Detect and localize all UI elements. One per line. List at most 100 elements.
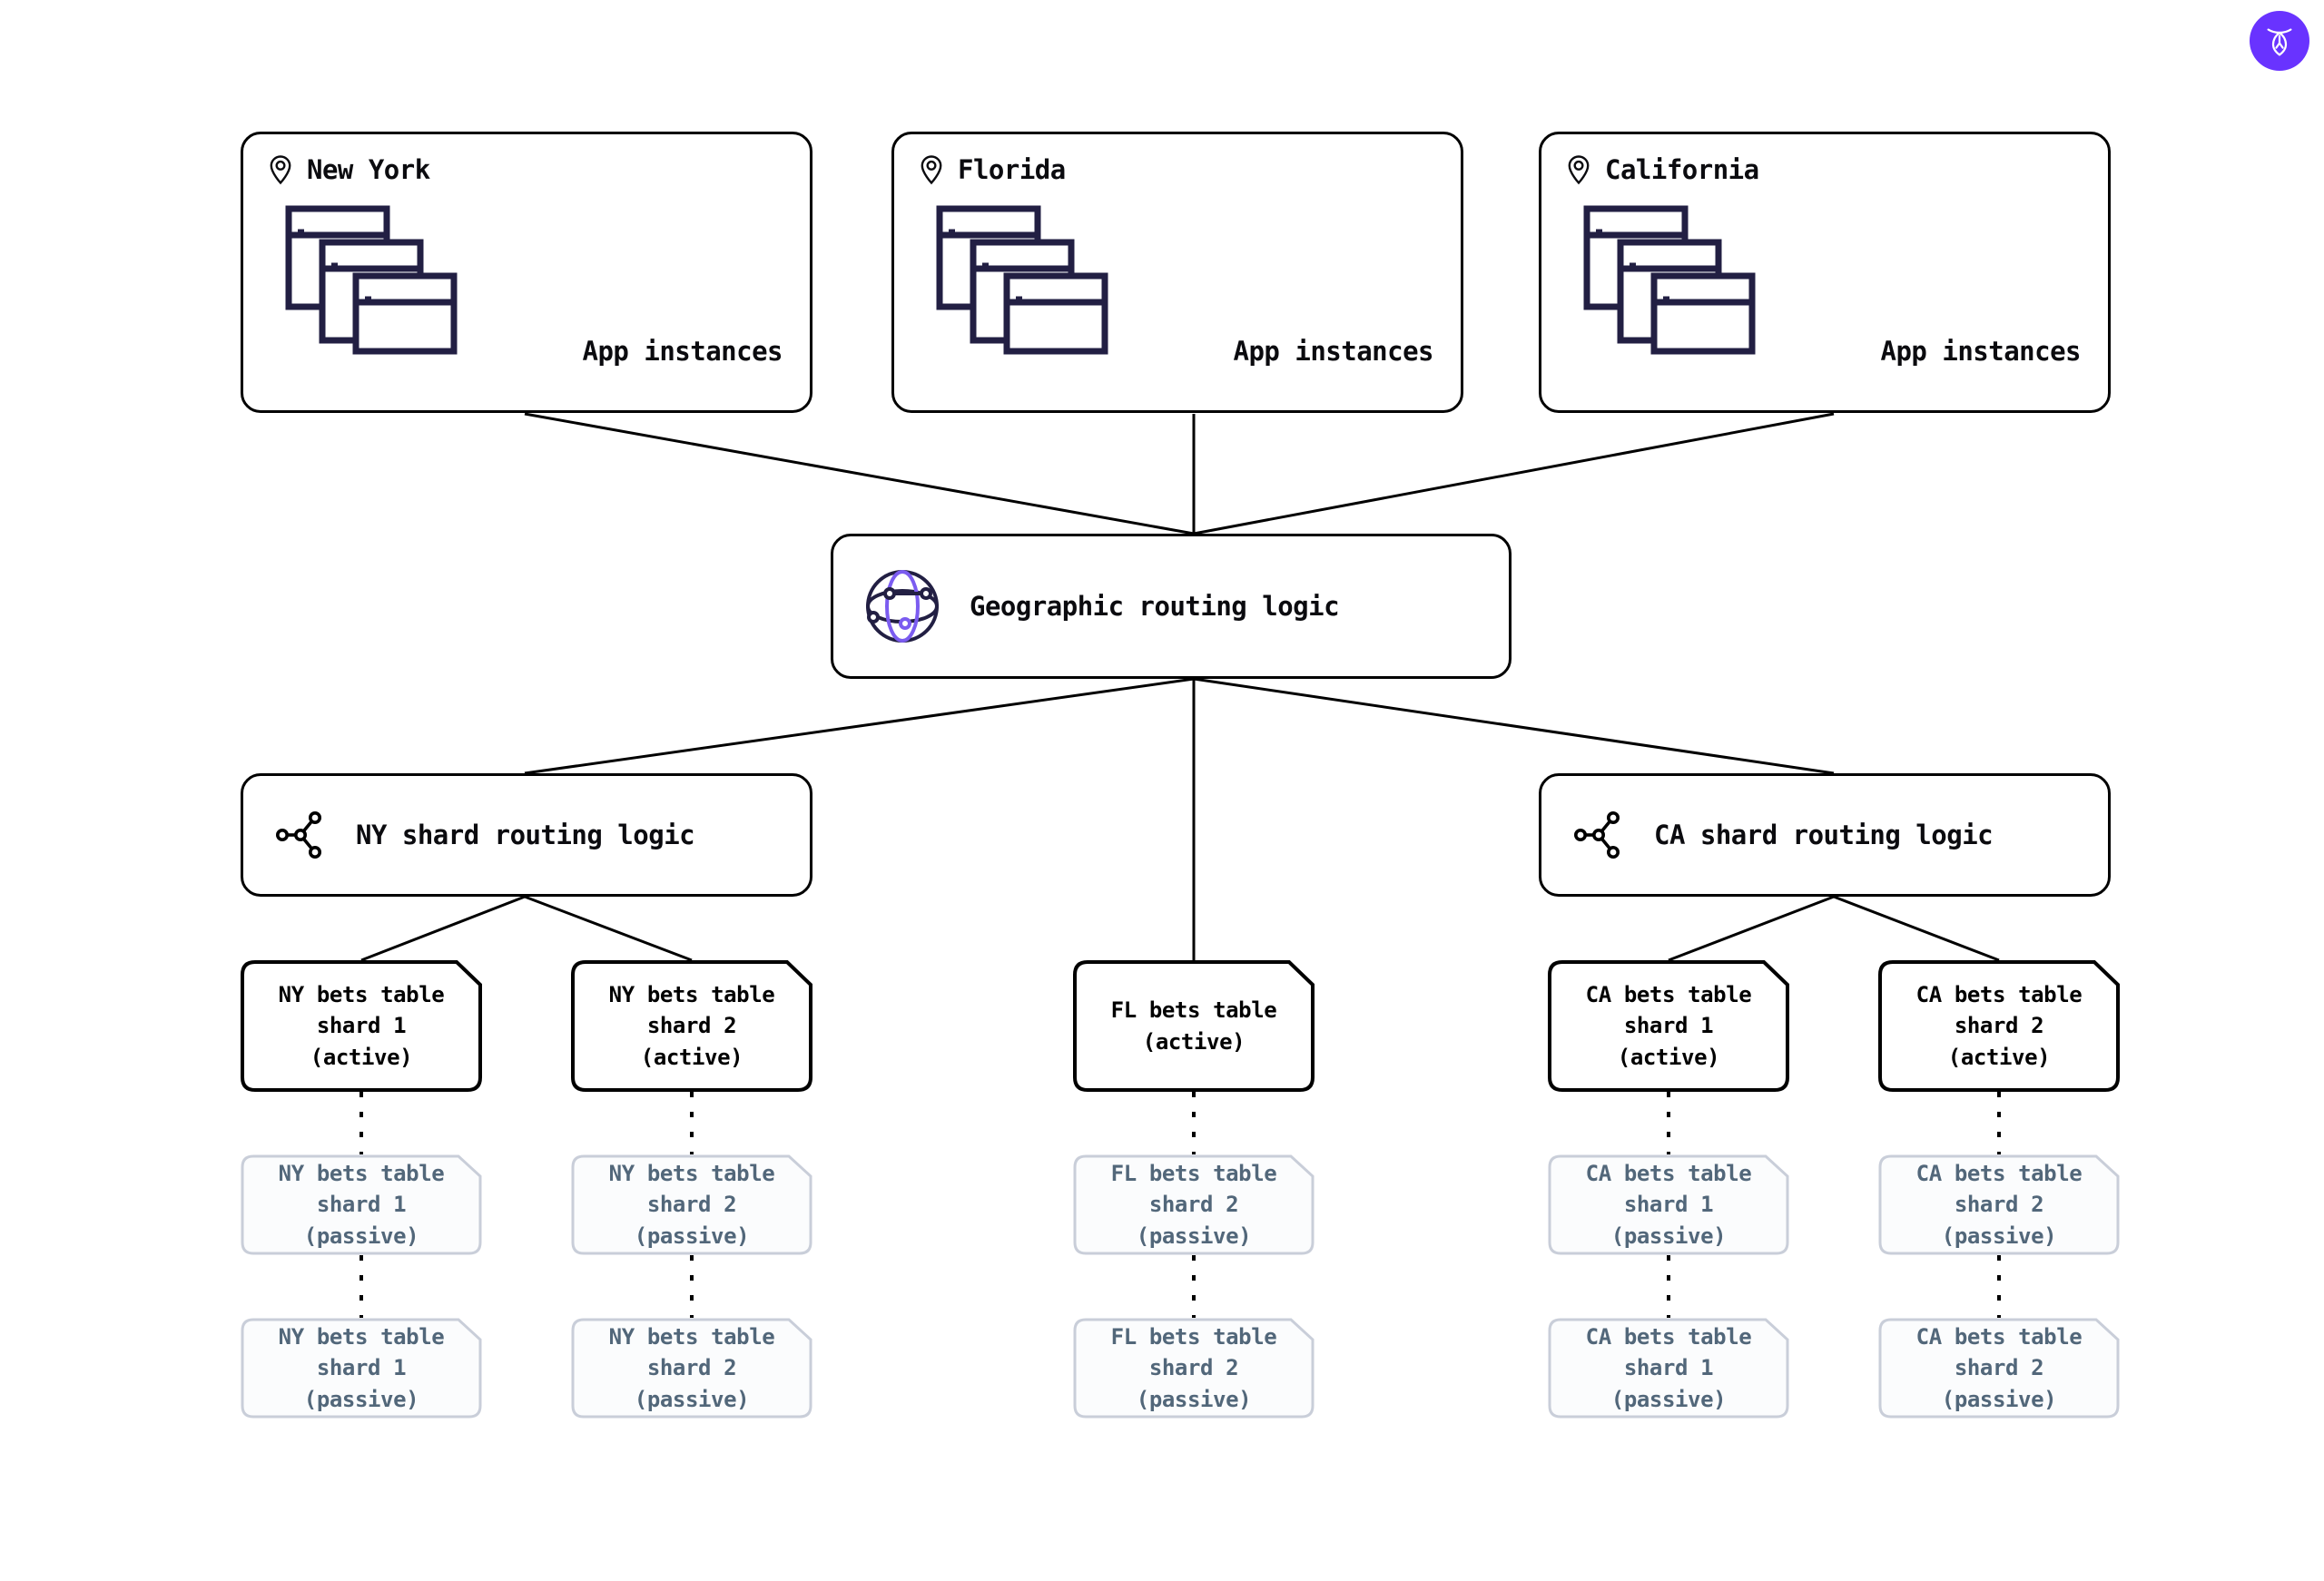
shard-node-fl-active[interactable]: FL bets table (active) [1073,960,1315,1092]
shard-node-ny2-active[interactable]: NY bets table shard 2 (active) [571,960,812,1092]
shard-line-3: (active) [1947,1044,2051,1070]
shard-line-3: (passive) [1610,1386,1727,1412]
shard-line-2: shard 2 [1954,1013,2044,1039]
ny-shard-routing-logic-node[interactable]: NY shard routing logic [241,773,812,897]
ca-shard-routing-label: CA shard routing logic [1654,820,1994,850]
shard-line-3: (passive) [634,1223,750,1249]
shard-line-2: shard 1 [1623,1192,1714,1218]
app-instances-caption: App instances [1233,336,1434,367]
geographic-routing-logic-node[interactable]: Geographic routing logic [831,534,1512,679]
shard-node-ny2-passive-2[interactable]: NY bets table shard 2 (passive) [571,1318,812,1419]
app-instances-caption: App instances [582,336,783,367]
shard-node-fl-passive-2[interactable]: FL bets table shard 2 (passive) [1073,1318,1315,1419]
wire-geo-to-ny-router [524,677,1195,775]
shard-line-3: (passive) [634,1386,750,1412]
region-card-florida[interactable]: Florida App in [891,132,1463,413]
shard-frame [571,1154,812,1255]
location-pin-icon [921,155,942,185]
shard-line-1: CA bets table [1915,982,2083,1008]
location-pin-icon [1568,155,1590,185]
shard-line-2: shard 1 [316,1013,407,1039]
region-header: Florida [918,154,1066,185]
shard-line-1: CA bets table [1585,1324,1752,1350]
shard-line-1: NY bets table [608,982,775,1008]
wire-geo-to-ca-router [1193,677,1835,775]
shard-line-3: (passive) [1941,1386,2057,1412]
shard-frame [1073,1318,1315,1419]
shard-node-ca2-active[interactable]: CA bets table shard 2 (active) [1878,960,2120,1092]
region-card-california[interactable]: California App [1539,132,2111,413]
shard-frame [571,960,812,1092]
shard-line-1: CA bets table [1585,982,1752,1008]
shard-line-1: NY bets table [278,982,445,1008]
shard-node-ca2-passive-1[interactable]: CA bets table shard 2 (passive) [1878,1154,2120,1255]
shard-line-2: shard 2 [646,1013,737,1039]
shard-node-ca1-active[interactable]: CA bets table shard 1 (active) [1548,960,1789,1092]
region-header: New York [267,154,430,185]
shard-line-1: NY bets table [278,1324,445,1350]
shard-frame [1878,1154,2120,1255]
shard-line-2: shard 2 [1954,1355,2044,1381]
wire-ny-router-to-shard1 [360,895,526,962]
location-pin-icon [270,155,291,185]
shard-node-ny1-passive-1[interactable]: NY bets table shard 1 (passive) [241,1154,482,1255]
region-card-new-york[interactable]: New York App i [241,132,812,413]
shard-line-3: (passive) [1941,1223,2057,1249]
shard-line-2: shard 1 [316,1355,407,1381]
app-instances-icon [936,205,1108,358]
app-instances-caption: App instances [1880,336,2082,367]
ny-shard-routing-label: NY shard routing logic [356,820,695,850]
cockroachdb-logo-badge [2250,11,2309,71]
wire-ny-to-geo [524,412,1195,535]
shard-node-ca1-passive-2[interactable]: CA bets table shard 1 (passive) [1548,1318,1789,1419]
shard-line-3: (passive) [1136,1386,1252,1412]
cockroachdb-logo-icon [2267,28,2292,56]
app-instances-icon [1583,205,1756,358]
shard-frame [1878,960,2120,1092]
shard-line-2: shard 2 [646,1192,737,1218]
globe-icon [866,570,939,643]
share-network-icon [1574,811,1620,859]
region-name: California [1605,154,1759,185]
shard-line-2: shard 2 [646,1355,737,1381]
wire-ca-router-to-shard2 [1833,895,2000,962]
shard-line-1: NY bets table [608,1324,775,1350]
ca-shard-routing-logic-node[interactable]: CA shard routing logic [1539,773,2111,897]
shard-line-3: (active) [1617,1044,1720,1070]
region-name: Florida [958,154,1066,185]
region-header: California [1565,154,1759,185]
shard-line-3: (active) [640,1044,743,1070]
shard-line-1: FL bets table [1110,1161,1277,1187]
shard-line-1: NY bets table [278,1161,445,1187]
shard-frame [1548,960,1789,1092]
shard-line-3: (passive) [303,1386,419,1412]
shard-frame [1878,1318,2120,1419]
shard-line-3: (passive) [1610,1223,1727,1249]
shard-node-ny2-passive-1[interactable]: NY bets table shard 2 (passive) [571,1154,812,1255]
shard-line-1: FL bets table [1110,997,1277,1024]
shard-frame [1548,1318,1789,1419]
shard-line-2: shard 1 [316,1192,407,1218]
wire-ny-router-to-shard2 [524,895,693,962]
shard-node-ny1-passive-2[interactable]: NY bets table shard 1 (passive) [241,1318,482,1419]
shard-line-3: (passive) [1136,1223,1252,1249]
shard-node-ny1-active[interactable]: NY bets table shard 1 (active) [241,960,482,1092]
app-instances-icon [285,205,458,358]
shard-line-1: CA bets table [1915,1161,2083,1187]
region-name: New York [307,154,430,185]
wire-ca-router-to-shard1 [1668,895,1835,962]
wire-ca-to-geo [1193,412,1835,535]
shard-line-1: CA bets table [1585,1161,1752,1187]
shard-node-ca2-passive-2[interactable]: CA bets table shard 2 (passive) [1878,1318,2120,1419]
shard-node-ca1-passive-1[interactable]: CA bets table shard 1 (passive) [1548,1154,1789,1255]
shard-frame [571,1318,812,1419]
shard-line-3: (active) [310,1044,413,1070]
shard-line-3: (active) [1142,1028,1246,1055]
shard-line-2: shard 2 [1148,1355,1239,1381]
shard-frame [1073,960,1315,1092]
shard-node-fl-passive-1[interactable]: FL bets table shard 2 (passive) [1073,1154,1315,1255]
shard-line-1: FL bets table [1110,1324,1277,1350]
shard-line-2: shard 1 [1623,1355,1714,1381]
shard-frame [241,1318,482,1419]
shard-frame [241,960,482,1092]
